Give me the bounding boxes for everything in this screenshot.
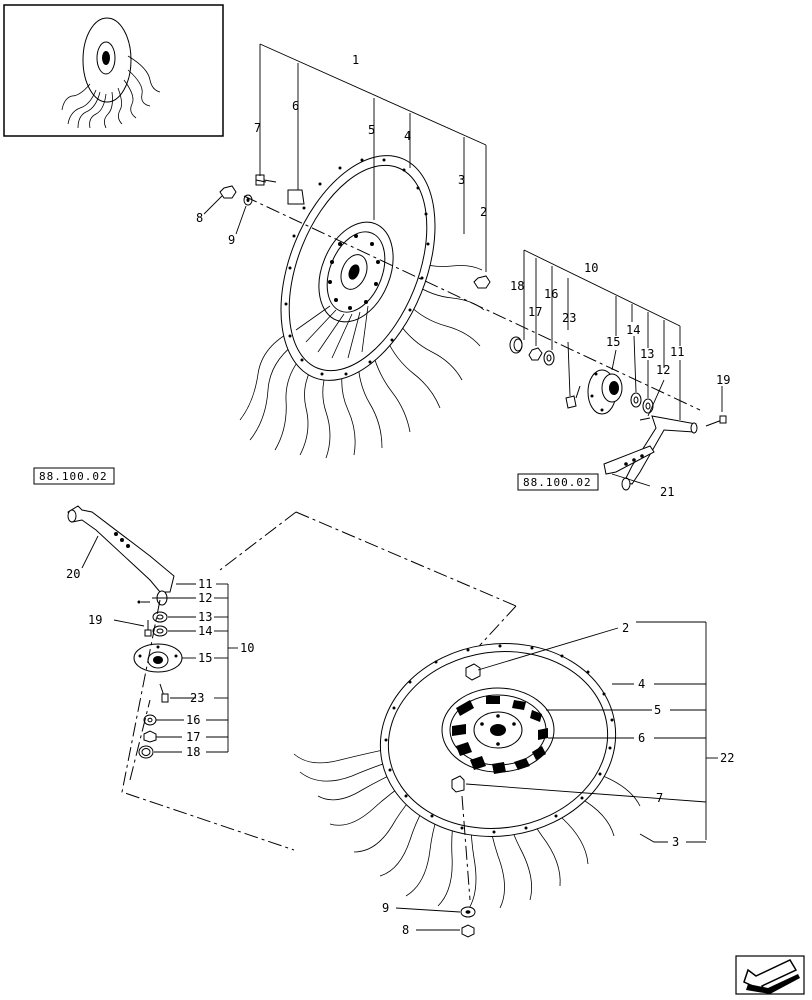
callout-lower-22[interactable]: 22 bbox=[720, 751, 734, 765]
part-bolt-7 bbox=[255, 174, 277, 186]
callout-upper-13[interactable]: 13 bbox=[640, 347, 654, 361]
part-washer-14-left bbox=[152, 625, 168, 637]
callout-upper-15[interactable]: 15 bbox=[606, 335, 620, 349]
upper-wheel-assembly bbox=[239, 155, 485, 459]
part-seal-18 bbox=[509, 336, 523, 354]
part-grease-fitting-23-left bbox=[159, 683, 169, 703]
callout-lower-3[interactable]: 3 bbox=[672, 835, 679, 849]
callout-lower-4[interactable]: 4 bbox=[638, 677, 645, 691]
callout-upper-1[interactable]: 1 bbox=[352, 53, 359, 67]
part-washer-13 bbox=[642, 398, 654, 414]
rake-wheel-thumbnail-icon bbox=[61, 17, 161, 129]
left-callouts: 20 11 12 13 14 15 19 23 16 17 18 10 bbox=[66, 567, 254, 759]
svg-text:88.100.02: 88.100.02 bbox=[523, 476, 592, 489]
callout-upper-18[interactable]: 18 bbox=[510, 279, 524, 293]
svg-text:88.100.02: 88.100.02 bbox=[39, 470, 108, 483]
reference-box-left[interactable]: 88.100.02 bbox=[33, 467, 115, 485]
part-hub-15-left bbox=[133, 643, 183, 673]
part-washer-16 bbox=[543, 350, 555, 366]
callout-left-10[interactable]: 10 bbox=[240, 641, 254, 655]
reference-box-top[interactable]: 88.100.02 bbox=[517, 473, 599, 491]
thumbnail-panel[interactable] bbox=[3, 4, 224, 137]
callout-left-20[interactable]: 20 bbox=[66, 567, 80, 581]
callout-upper-4[interactable]: 4 bbox=[404, 129, 411, 143]
callout-left-14[interactable]: 14 bbox=[198, 624, 212, 638]
lower-callout-lines bbox=[395, 621, 718, 931]
callout-upper-3[interactable]: 3 bbox=[458, 173, 465, 187]
part-washer-14 bbox=[630, 392, 642, 408]
part-nut-17-left bbox=[143, 730, 157, 743]
callout-left-13[interactable]: 13 bbox=[198, 610, 212, 624]
callout-lower-2[interactable]: 2 bbox=[622, 621, 629, 635]
callout-upper-17[interactable]: 17 bbox=[528, 305, 542, 319]
callout-left-12[interactable]: 12 bbox=[198, 591, 212, 605]
callout-left-23[interactable]: 23 bbox=[190, 691, 204, 705]
upper-callout-lines bbox=[203, 43, 723, 487]
part-hub-15 bbox=[587, 369, 623, 415]
callout-upper-21[interactable]: 21 bbox=[660, 485, 674, 499]
callout-left-11[interactable]: 11 bbox=[198, 577, 212, 591]
callout-upper-16[interactable]: 16 bbox=[544, 287, 558, 301]
part-arm-21 bbox=[603, 415, 698, 491]
lower-hub-blocks bbox=[452, 696, 548, 774]
callout-upper-2[interactable]: 2 bbox=[480, 205, 487, 219]
upper-rim-holes bbox=[284, 158, 430, 376]
callout-lower-9[interactable]: 9 bbox=[382, 901, 389, 915]
part-pin-12-left bbox=[137, 600, 150, 604]
callout-upper-12[interactable]: 12 bbox=[656, 363, 670, 377]
navigate-back-arrow-icon[interactable] bbox=[735, 955, 805, 995]
lower-rim-holes bbox=[384, 644, 614, 834]
part-plate-6 bbox=[287, 189, 305, 205]
part-bolt-19-upper bbox=[705, 415, 727, 427]
callout-upper-23[interactable]: 23 bbox=[562, 311, 576, 325]
part-washer-16-left bbox=[143, 714, 157, 726]
part-nut-2 bbox=[473, 275, 491, 289]
part-pin-12 bbox=[639, 417, 651, 421]
callout-left-17[interactable]: 17 bbox=[186, 730, 200, 744]
callout-upper-14[interactable]: 14 bbox=[626, 323, 640, 337]
lower-wheel-assembly bbox=[293, 643, 641, 911]
part-nut-8 bbox=[219, 185, 237, 199]
part-washer-13-left bbox=[152, 611, 168, 623]
left-callout-lines bbox=[81, 535, 238, 753]
callout-lower-6[interactable]: 6 bbox=[638, 731, 645, 745]
callout-left-15[interactable]: 15 bbox=[198, 651, 212, 665]
upper-callouts: 1 7 6 5 4 3 2 8 9 10 18 17 16 23 15 14 1… bbox=[196, 53, 730, 499]
callout-lower-5[interactable]: 5 bbox=[654, 703, 661, 717]
callout-upper-19[interactable]: 19 bbox=[716, 373, 730, 387]
part-bolt-19-left bbox=[144, 620, 152, 637]
callout-left-18[interactable]: 18 bbox=[186, 745, 200, 759]
callout-left-19[interactable]: 19 bbox=[88, 613, 102, 627]
callout-upper-8[interactable]: 8 bbox=[196, 211, 203, 225]
callout-left-16[interactable]: 16 bbox=[186, 713, 200, 727]
upper-hub-holes bbox=[328, 234, 380, 310]
part-nut-17 bbox=[528, 347, 543, 361]
callout-upper-5[interactable]: 5 bbox=[368, 123, 375, 137]
callout-upper-9[interactable]: 9 bbox=[228, 233, 235, 247]
callout-lower-8[interactable]: 8 bbox=[402, 923, 409, 937]
callout-lower-7[interactable]: 7 bbox=[656, 791, 663, 805]
callout-upper-6[interactable]: 6 bbox=[292, 99, 299, 113]
part-washer-9-lower bbox=[460, 906, 476, 918]
part-seal-18-left bbox=[138, 745, 154, 759]
part-nut-8-lower bbox=[461, 924, 475, 938]
callout-upper-7[interactable]: 7 bbox=[254, 121, 261, 135]
part-arm-20 bbox=[67, 505, 175, 606]
callout-upper-11[interactable]: 11 bbox=[670, 345, 684, 359]
lower-callouts: 2 4 5 6 7 3 22 9 8 bbox=[382, 621, 734, 937]
callout-upper-10[interactable]: 10 bbox=[584, 261, 598, 275]
part-grease-fitting-23 bbox=[565, 385, 581, 409]
